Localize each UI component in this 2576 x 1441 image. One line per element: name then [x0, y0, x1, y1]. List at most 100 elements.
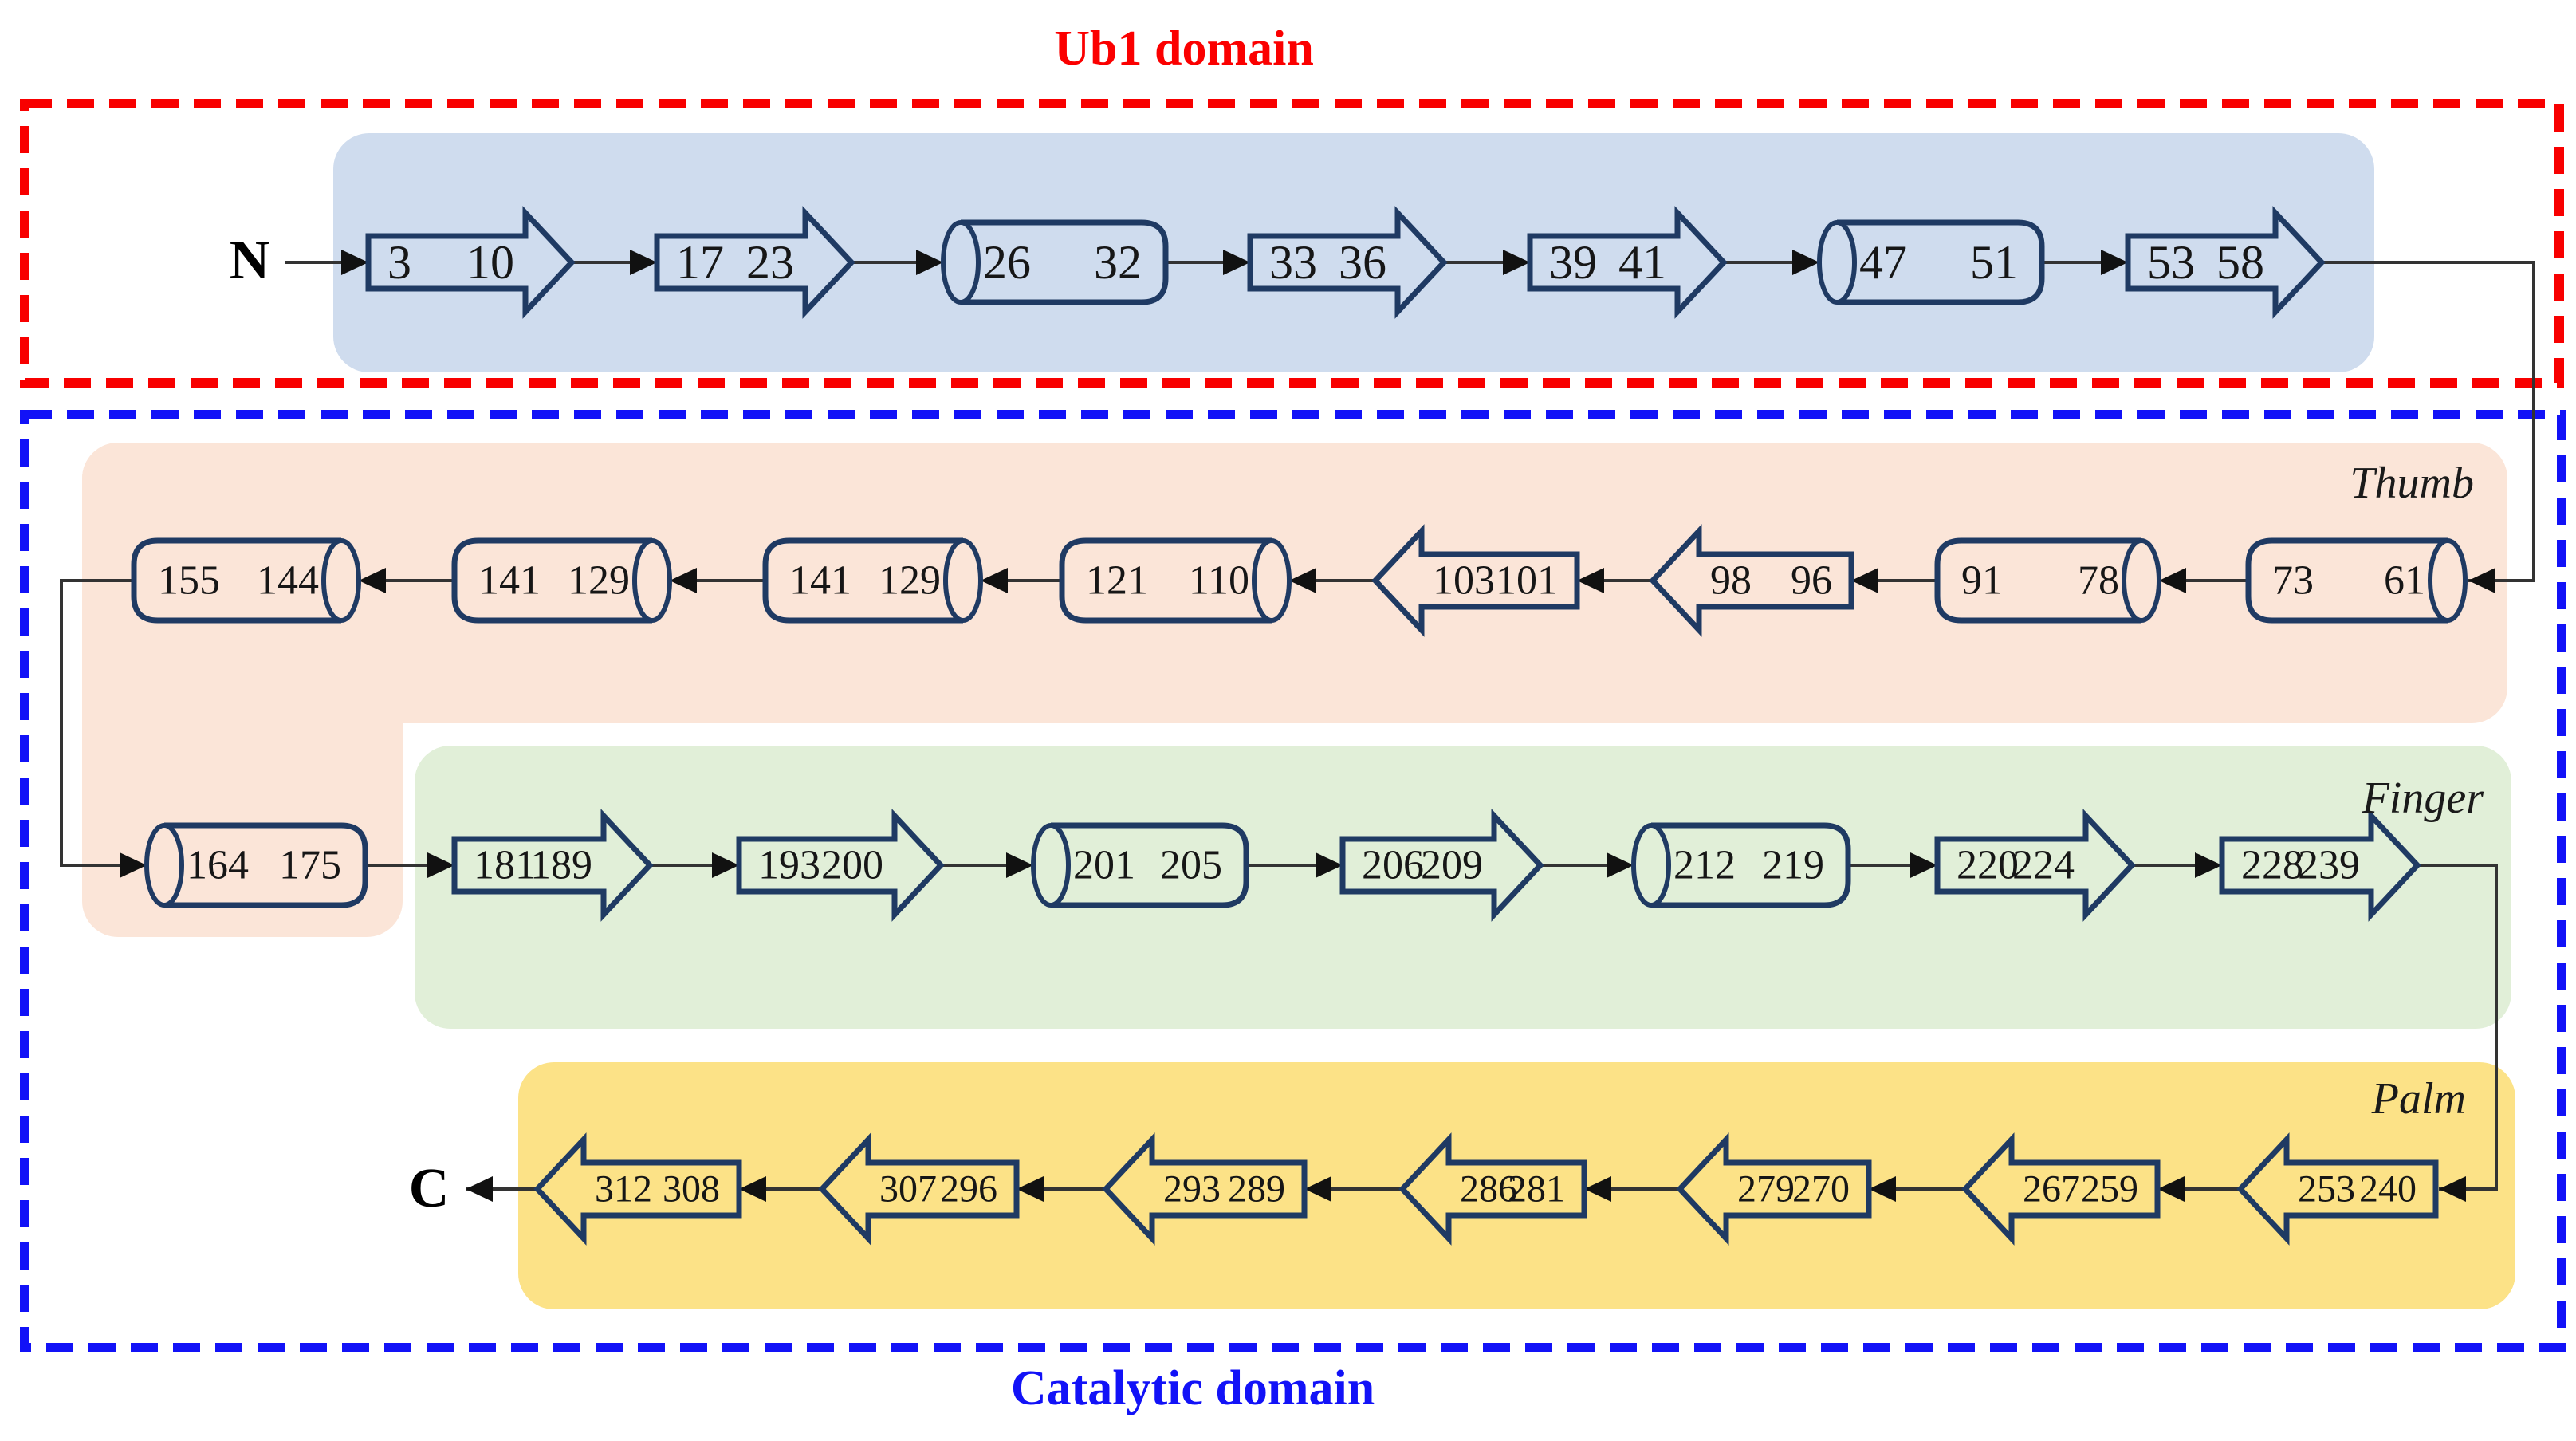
beta-strand-17-23-end-residue: 23	[746, 236, 794, 289]
alpha-helix-201-205-start-residue: 201	[1073, 843, 1135, 888]
beta-strand-33-36	[1247, 206, 1448, 319]
beta-strand-286-281	[1398, 1132, 1587, 1246]
beta-strand-39-41	[1527, 206, 1728, 319]
beta-strand-307-296-start-residue: 307	[879, 1168, 937, 1211]
alpha-helix-164-175	[164, 822, 368, 908]
flow-arrowhead-icon	[630, 250, 657, 275]
alpha-helix-47-51	[1837, 219, 2045, 305]
alpha-helix-91-78-cap	[2122, 538, 2161, 623]
beta-strand-98-96	[1649, 524, 1854, 637]
alpha-helix-121-110	[1059, 537, 1272, 624]
flow-arrowhead-icon	[1577, 568, 1604, 593]
beta-strand-3-10-start-residue: 3	[387, 236, 411, 289]
beta-strand-267-259	[1961, 1132, 2161, 1246]
beta-strand-228-239-start-residue: 228	[2241, 843, 2303, 888]
beta-strand-279-270	[1676, 1132, 1872, 1246]
alpha-helix-141-129-end-residue: 129	[879, 558, 941, 604]
beta-strand-17-23	[654, 206, 855, 319]
flow-arrowhead-icon	[1304, 1176, 1331, 1202]
beta-strand-206-209-end-residue: 209	[1421, 843, 1483, 888]
alpha-helix-155-144-cap	[321, 538, 361, 623]
flow-arrowhead-icon	[2101, 250, 2128, 275]
beta-strand-193-200	[736, 809, 945, 922]
beta-strand-33-36-end-residue: 36	[1339, 236, 1386, 289]
beta-strand-181-189	[451, 809, 654, 922]
flow-arrowhead-icon	[1584, 1176, 1611, 1202]
flow-arrowhead-icon	[427, 852, 454, 878]
alpha-helix-121-110-cap	[1252, 538, 1292, 623]
flow-arrowhead-icon	[2157, 1176, 2185, 1202]
thumb-to-finger-connector	[60, 579, 147, 867]
beta-strand-17-23-start-residue: 17	[676, 236, 724, 289]
beta-strand-279-270-end-residue: 270	[1792, 1168, 1850, 1211]
flow-arrowhead-icon	[1006, 852, 1033, 878]
beta-strand-267-259-end-residue: 259	[2081, 1168, 2138, 1211]
beta-strand-206-209-start-residue: 206	[1362, 843, 1424, 888]
flow-arrowhead-icon	[2439, 1176, 2466, 1202]
beta-strand-253-240-end-residue: 240	[2359, 1168, 2417, 1211]
c-terminus-label: C	[408, 1158, 450, 1219]
beta-strand-98-96-end-residue: 96	[1791, 558, 1832, 604]
flow-arrowhead-icon	[1223, 250, 1250, 275]
alpha-helix-91-78-end-residue: 78	[2078, 558, 2119, 604]
alpha-helix-73-61	[2245, 537, 2448, 624]
beta-strand-181-189-start-residue: 181	[474, 843, 536, 888]
flow-arrowhead-icon	[916, 250, 943, 275]
beta-strand-307-296	[818, 1132, 1020, 1246]
flow-arrowhead-icon	[120, 852, 147, 878]
beta-strand-103-101	[1371, 524, 1580, 637]
beta-strand-279-270-start-residue: 279	[1737, 1168, 1795, 1211]
beta-strand-220-224-start-residue: 220	[1957, 843, 2019, 888]
alpha-helix-141-129-start-residue: 141	[789, 558, 851, 604]
flow-arrowhead-icon	[1503, 250, 1530, 275]
beta-strand-312-308-end-residue: 308	[663, 1168, 720, 1211]
alpha-helix-26-32-start-residue: 26	[983, 236, 1031, 289]
alpha-helix-73-61-end-residue: 61	[2384, 558, 2425, 604]
flow-arrowhead-icon	[1017, 1176, 1044, 1202]
beta-strand-193-200-end-residue: 200	[821, 843, 883, 888]
flow-arrowhead-icon	[1792, 250, 1819, 275]
beta-strand-267-259-start-residue: 267	[2023, 1168, 2080, 1211]
ub1-to-thumb-connector	[2322, 261, 2535, 582]
flow-arrowhead-icon	[670, 568, 697, 593]
alpha-helix-73-61-cap	[2428, 538, 2468, 623]
beta-strand-228-239	[2219, 809, 2421, 922]
alpha-helix-201-205-cap	[1031, 823, 1071, 908]
finger-subdomain-label: Finger	[2362, 774, 2484, 823]
beta-strand-312-308	[533, 1132, 742, 1246]
alpha-helix-141-129	[451, 537, 652, 624]
beta-strand-220-224-end-residue: 224	[2012, 843, 2075, 888]
beta-strand-53-58-start-residue: 53	[2147, 236, 2195, 289]
beta-strand-53-58-end-residue: 58	[2216, 236, 2264, 289]
n-terminus-label: N	[229, 230, 270, 291]
alpha-helix-212-219-end-residue: 219	[1762, 843, 1824, 888]
alpha-helix-164-175-start-residue: 164	[187, 843, 249, 888]
alpha-helix-141-129-end-residue: 129	[568, 558, 630, 604]
alpha-helix-121-110-end-residue: 110	[1189, 558, 1249, 604]
alpha-helix-91-78-start-residue: 91	[1961, 558, 2003, 604]
catalytic-domain-box	[20, 410, 2566, 1352]
flow-arrowhead-icon	[1910, 852, 1937, 878]
alpha-helix-155-144-end-residue: 144	[257, 558, 319, 604]
alpha-helix-141-129-start-residue: 141	[478, 558, 541, 604]
alpha-helix-73-61-start-residue: 73	[2272, 558, 2314, 604]
flow-arrowhead-icon	[739, 1176, 766, 1202]
alpha-helix-121-110-start-residue: 121	[1086, 558, 1148, 604]
beta-strand-53-58	[2125, 206, 2326, 319]
flow-arrowhead-icon	[712, 852, 739, 878]
ub1-domain-box	[20, 99, 2564, 388]
alpha-helix-212-219	[1651, 822, 1851, 908]
alpha-helix-91-78	[1934, 537, 2141, 624]
alpha-helix-47-51-cap	[1817, 220, 1857, 305]
alpha-helix-141-129	[762, 537, 963, 624]
beta-strand-286-281-start-residue: 286	[1460, 1168, 1517, 1211]
flow-arrowhead-icon	[1289, 568, 1316, 593]
flow-arrowhead-icon	[341, 250, 368, 275]
beta-strand-312-308-start-residue: 312	[595, 1168, 652, 1211]
flow-arrowhead-icon	[359, 568, 386, 593]
beta-strand-3-10	[365, 206, 576, 319]
beta-strand-293-289-start-residue: 293	[1163, 1168, 1221, 1211]
beta-strand-3-10-end-residue: 10	[466, 236, 514, 289]
